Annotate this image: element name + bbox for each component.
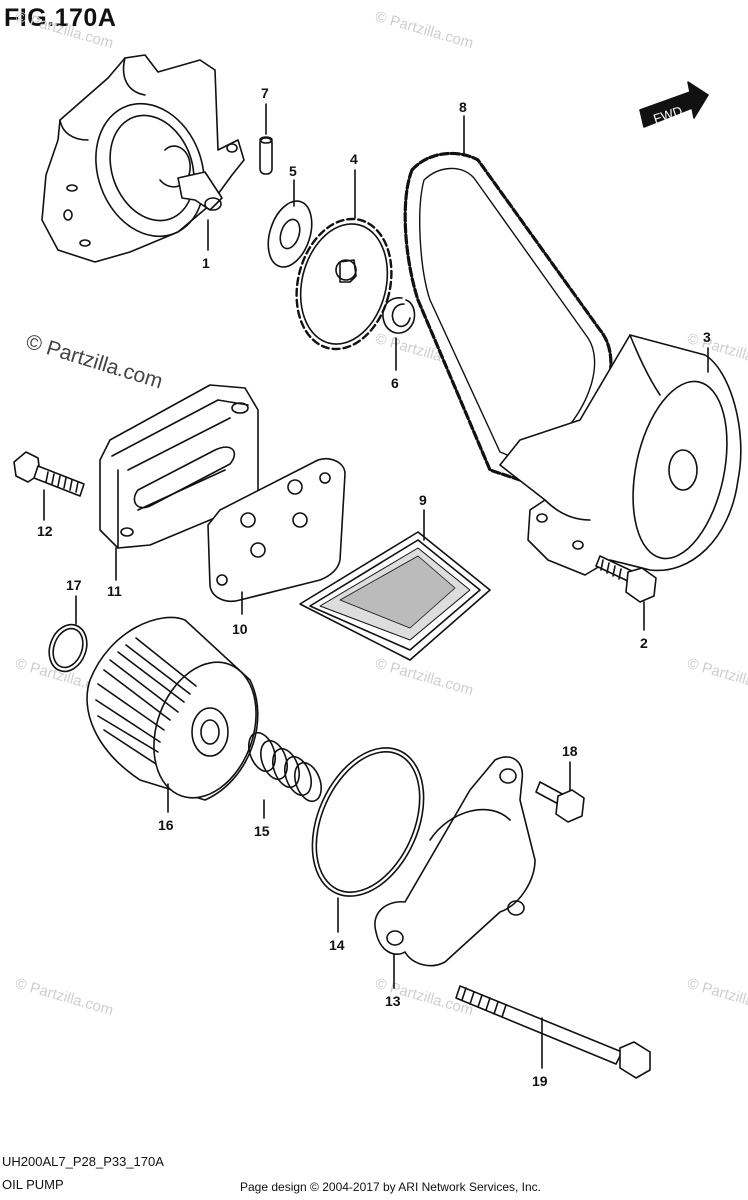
callout-5: 5 xyxy=(289,163,297,179)
callout-4: 4 xyxy=(350,151,358,167)
pump-cover-housing xyxy=(99,384,259,549)
diagram-code: UH200AL7_P28_P33_170A xyxy=(2,1154,164,1169)
callout-12: 12 xyxy=(37,523,53,539)
chain-guide xyxy=(499,334,742,576)
callout-11: 11 xyxy=(107,583,122,599)
fig-title: FIG.170A xyxy=(4,4,117,32)
oil-pump-body xyxy=(41,54,245,263)
callout-7: 7 xyxy=(261,85,269,101)
callout-labels: 1 2 3 4 5 6 7 8 9 10 11 12 13 14 15 16 1… xyxy=(37,85,711,1089)
callout-17: 17 xyxy=(66,577,82,593)
callout-18: 18 xyxy=(562,743,578,759)
callout-16: 16 xyxy=(158,817,174,833)
dowel-pin xyxy=(259,136,273,175)
page-credit: Page design © 2004-2017 by ARI Network S… xyxy=(240,1180,542,1194)
filter-cap xyxy=(374,756,536,967)
small-o-ring xyxy=(48,623,88,673)
circlip xyxy=(382,297,416,334)
callout-9: 9 xyxy=(419,492,427,508)
callout-8: 8 xyxy=(459,99,467,115)
section-title: OIL PUMP xyxy=(2,1177,64,1192)
callout-13: 13 xyxy=(385,993,401,1009)
callout-6: 6 xyxy=(391,375,399,391)
large-o-ring xyxy=(311,747,425,897)
fwd-direction-badge: FWD xyxy=(639,81,709,128)
callout-2: 2 xyxy=(640,635,648,651)
callout-3: 3 xyxy=(703,329,711,345)
guide-bolt xyxy=(595,555,657,603)
oil-strainer xyxy=(299,531,491,661)
cover-gasket xyxy=(207,458,346,602)
long-cap-bolt xyxy=(455,985,651,1079)
callout-19: 19 xyxy=(532,1073,548,1089)
filter-spring xyxy=(248,731,322,803)
oil-filter xyxy=(86,616,259,801)
cap-bolt xyxy=(535,781,585,823)
callout-10: 10 xyxy=(232,621,248,637)
mounting-bolt xyxy=(13,451,85,497)
callout-1: 1 xyxy=(202,255,210,271)
washer xyxy=(267,200,313,268)
callout-14: 14 xyxy=(329,937,345,953)
callout-15: 15 xyxy=(254,823,270,839)
pump-sprocket xyxy=(295,217,393,351)
